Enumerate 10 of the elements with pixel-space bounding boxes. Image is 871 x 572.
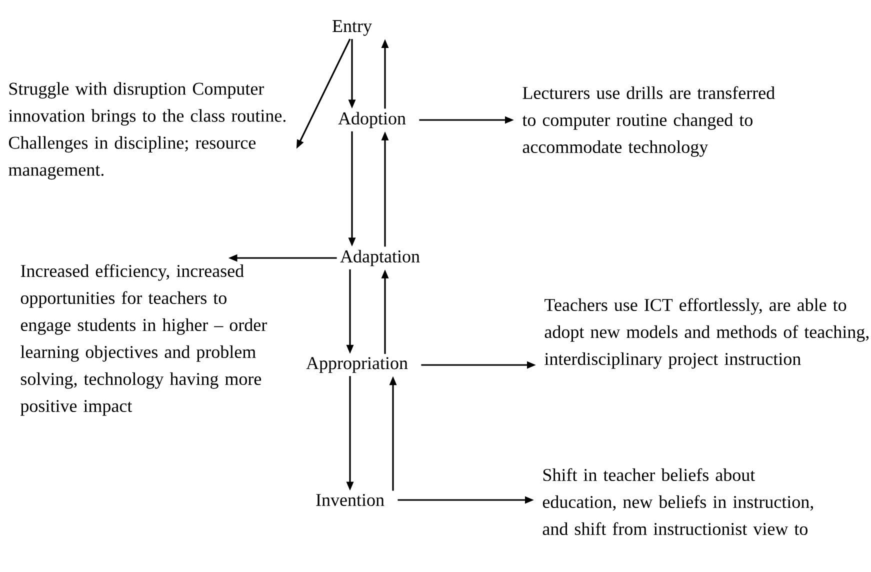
stage-label: Appropriation bbox=[306, 357, 408, 373]
stage-label: Entry bbox=[332, 20, 372, 36]
stage-label: Adaptation bbox=[340, 250, 420, 266]
description-text: Increased efficiency, increased opportunities for teachers to engage students in higher – order learning objectives and problem solving, technology having more positive impact bbox=[20, 264, 267, 416]
description-text: Lecturers use drills are transferred to computer routine changed to accommodate technology bbox=[522, 86, 775, 157]
description-text: Teachers use ICT effortlessly, are able to adopt new models and methods of teaching, interdisciplinary project instruction bbox=[544, 298, 868, 369]
stage-label: Adoption bbox=[338, 112, 406, 128]
description-text: Struggle with disruption Computer innovation brings to the class routine. Challenges in discipline; resource management. bbox=[8, 82, 286, 180]
description-text: Shift in teacher beliefs about education, new beliefs in instruction, and shift from instructionist view to bbox=[542, 468, 814, 536]
stage-label: Invention bbox=[316, 494, 384, 506]
